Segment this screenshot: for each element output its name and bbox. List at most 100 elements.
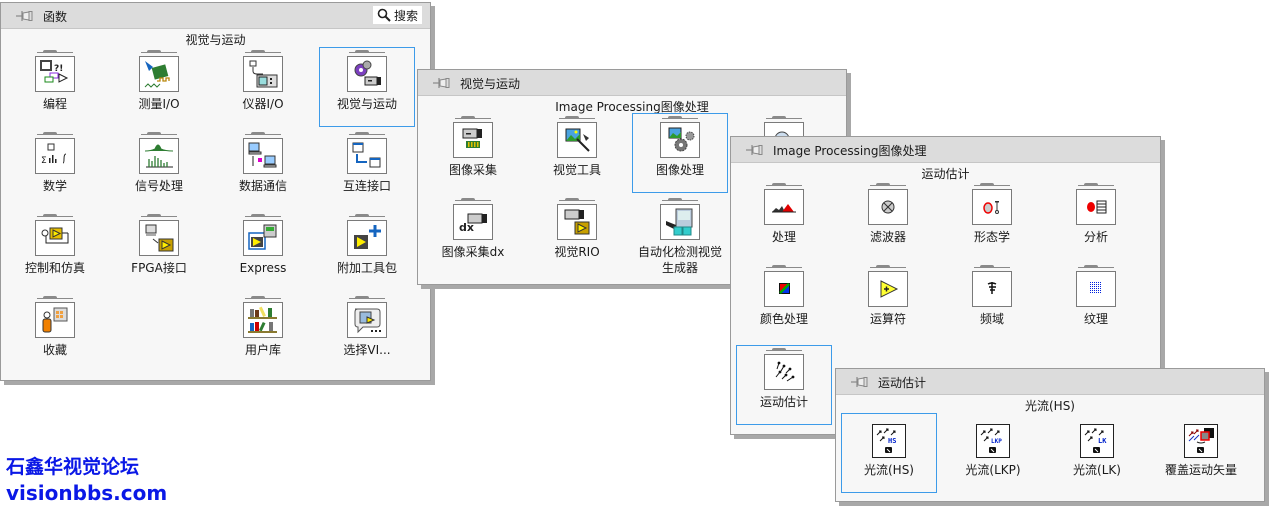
folder-icon: Σ	[35, 132, 75, 174]
data-communication-icon	[248, 142, 277, 168]
folder-icon	[557, 198, 597, 240]
express-icon	[248, 224, 277, 250]
palette-item-image-acquisition[interactable]: 图像采集	[425, 113, 521, 193]
palette-item-label: 运动估计	[759, 395, 808, 409]
palette-item-label: 测量I/O	[138, 97, 180, 111]
palette-item-overlay-motion-vectors[interactable]: 覆盖运动矢量	[1153, 413, 1249, 493]
palette-item-optical-flow-hs[interactable]: HS 光流(HS)	[841, 413, 937, 493]
palette-item-label: 纹理	[1083, 312, 1108, 326]
palette-item-favorites[interactable]: 收藏	[7, 293, 103, 373]
vi-tag: LK	[1098, 437, 1107, 445]
folder-icon	[764, 348, 804, 390]
palette-item-label: 数学	[42, 179, 67, 193]
folder-icon	[868, 265, 908, 307]
palette-item-processing[interactable]: 处理	[736, 180, 832, 260]
analysis-icon	[1087, 200, 1107, 214]
vision-builder-icon	[666, 208, 693, 236]
control-simulation-icon	[41, 227, 69, 244]
palette-item-label: 光流(HS)	[863, 463, 914, 477]
measurement-io-icon	[144, 61, 170, 88]
palette-item-image-processing[interactable]: 图像处理	[632, 113, 728, 193]
search-button[interactable]: 搜索	[372, 6, 422, 24]
palette-item-data-communication[interactable]: 数据通信	[215, 129, 311, 209]
motion-estimation-palette: 运动估计 光流(HS) HS 光流(HS) LKP 光流(LKP) LK 光流(…	[835, 368, 1265, 502]
svg-text:?!: ?!	[54, 64, 63, 74]
morphology-icon	[983, 201, 999, 214]
palette-item-texture[interactable]: 纹理	[1048, 262, 1144, 342]
palette-item-signal-processing[interactable]: 信号处理	[111, 129, 207, 209]
palette-item-label: 用户库	[244, 343, 281, 357]
image-acquisition-icon	[462, 128, 482, 148]
folder-icon	[35, 296, 75, 338]
folder-icon	[347, 132, 387, 174]
motion-estimation-icon	[775, 361, 795, 382]
folder-icon	[139, 50, 179, 92]
folder-icon	[972, 183, 1012, 225]
palette-item-label: 图像处理	[655, 163, 704, 177]
palette-item-connectivity[interactable]: 互连接口	[319, 129, 415, 209]
palette-item-morphology[interactable]: 形态学	[944, 180, 1040, 260]
palette-item-fpga-interface[interactable]: FPGA接口	[111, 211, 207, 291]
palette-item-label: 仪器I/O	[242, 97, 284, 111]
palette-item-label: 光流(LKP)	[965, 463, 1021, 477]
palette-item-select-vi[interactable]: 选择VI...	[319, 293, 415, 373]
palette-item-optical-flow-lk[interactable]: LK 光流(LK)	[1049, 413, 1145, 493]
vi-tag: HS	[888, 437, 896, 445]
folder-icon	[557, 116, 597, 158]
palette-item-label: 处理	[771, 230, 796, 244]
palette-titlebar[interactable]: 函数 搜索	[1, 3, 430, 29]
palette-item-measurement-io[interactable]: 测量I/O	[111, 47, 207, 127]
palette-item-vision-utilities[interactable]: 视觉工具	[529, 113, 625, 193]
palette-item-color-processing[interactable]: 颜色处理	[736, 262, 832, 342]
palette-titlebar[interactable]: Image Processing图像处理	[731, 137, 1160, 163]
palette-item-programming[interactable]: ?! 编程	[7, 47, 103, 127]
pin-icon[interactable]	[16, 10, 34, 22]
vision-motion-icon	[354, 60, 381, 86]
palette-item-label: 选择VI...	[343, 343, 391, 357]
palette-item-math[interactable]: Σ 数学	[7, 129, 103, 209]
palette-item-analysis[interactable]: 分析	[1048, 180, 1144, 260]
palette-item-label: Express	[239, 261, 287, 275]
palette-item-optical-flow-lkp[interactable]: LKP 光流(LKP)	[945, 413, 1041, 493]
folder-icon	[243, 296, 283, 338]
palette-item-express[interactable]: Express	[215, 211, 311, 291]
palette-item-control-simulation[interactable]: 控制和仿真	[7, 211, 103, 291]
palette-titlebar[interactable]: 运动估计	[836, 369, 1264, 395]
folder-icon: dx	[453, 198, 493, 240]
folder-icon	[347, 214, 387, 256]
folder-icon	[35, 214, 75, 256]
palette-item-frequency-domain[interactable]: 频域	[944, 262, 1040, 342]
palette-item-label: 自动化检测视觉 生成器	[613, 244, 747, 276]
palette-item-operators[interactable]: 运算符	[840, 262, 936, 342]
signal-processing-icon	[144, 144, 174, 168]
palette-item-instrument-io[interactable]: 仪器I/O	[215, 47, 311, 127]
filters-icon	[881, 200, 895, 214]
palette-item-motion-estimation[interactable]: 运动估计	[736, 345, 832, 425]
palette-item-addons[interactable]: 附加工具包	[319, 211, 415, 291]
pin-icon[interactable]	[746, 144, 764, 156]
vi-icon	[1184, 424, 1218, 458]
watermark-title: 石鑫华视觉论坛	[6, 456, 140, 478]
palette-titlebar[interactable]: 视觉与运动	[418, 70, 846, 96]
palette-item-filters[interactable]: 滤波器	[840, 180, 936, 260]
palette-item-vision-motion[interactable]: 视觉与运动	[319, 47, 415, 127]
palette-item-image-acquisition-dx[interactable]: dx 图像采集dx	[425, 195, 521, 275]
watermark-url: visionbbs.com	[6, 481, 168, 505]
palette-item-vision-builder[interactable]: 自动化检测视觉 生成器	[632, 195, 728, 275]
vi-tag: LKP	[991, 438, 1002, 445]
palette-item-label: 控制和仿真	[24, 261, 85, 275]
vision-utilities-icon	[565, 128, 590, 152]
palette-item-label: 图像采集	[448, 163, 497, 177]
palette-item-label: 信号处理	[134, 179, 183, 193]
folder-icon	[243, 50, 283, 92]
svg-text:Σ: Σ	[41, 156, 47, 166]
palette-item-label: 收藏	[42, 343, 67, 357]
optical-flow-hs-icon: HS	[876, 428, 896, 453]
vi-icon: LKP	[976, 424, 1010, 458]
palette-item-label: 光流(LK)	[1073, 463, 1121, 477]
pin-icon[interactable]	[851, 376, 869, 388]
palette-subtitle: 视觉与运动	[185, 33, 246, 47]
pin-icon[interactable]	[433, 77, 451, 89]
palette-item-vision-rio[interactable]: 视觉RIO	[529, 195, 625, 275]
palette-item-user-libraries[interactable]: 用户库	[215, 293, 311, 373]
